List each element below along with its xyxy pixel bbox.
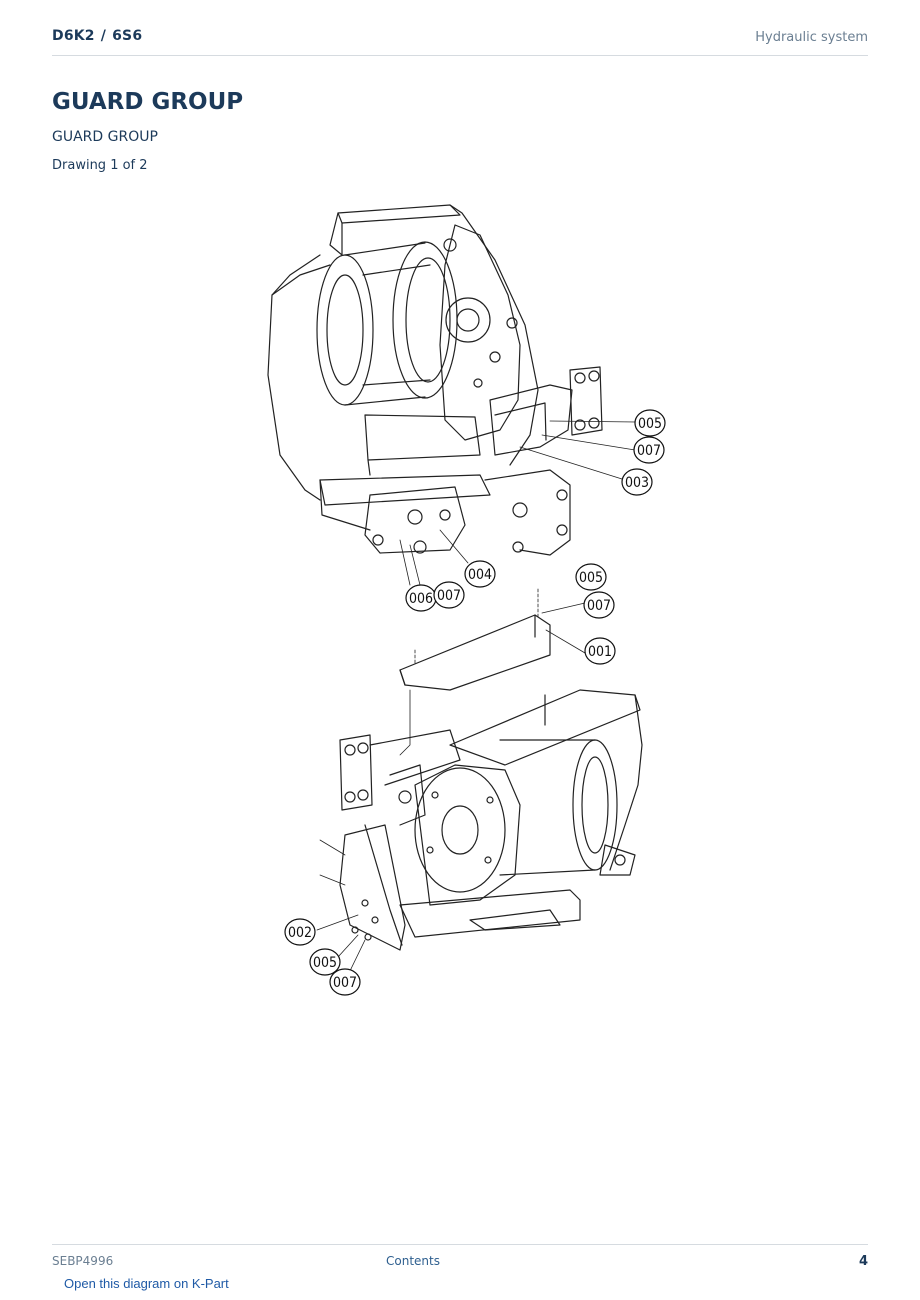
callout-label: 006	[409, 591, 433, 607]
callout-label: 004	[468, 567, 492, 583]
callout-005[interactable]: 005	[309, 948, 341, 976]
page-title: GUARD GROUP	[52, 89, 244, 115]
callout-label: 007	[437, 588, 461, 604]
callout-bubble	[329, 968, 361, 996]
open-kpart-link[interactable]: Open this diagram on K-Part	[64, 1276, 229, 1291]
model-identifier: D6K2 / 6S6	[52, 28, 142, 44]
callout-004[interactable]: 004	[464, 560, 496, 588]
callout-label: 002	[288, 925, 312, 941]
contents-link[interactable]: Contents	[386, 1254, 440, 1268]
model-separator: /	[100, 28, 107, 44]
callout-label: 007	[587, 598, 611, 614]
callout-005[interactable]: 005	[575, 563, 607, 591]
callout-bubble	[433, 581, 465, 609]
callout-007[interactable]: 007	[433, 581, 465, 609]
callout-007[interactable]: 007	[633, 436, 665, 464]
callout-label: 003	[625, 475, 649, 491]
callout-bubble	[621, 468, 653, 496]
document-id: SEBP4996	[52, 1254, 114, 1268]
callout-label: 005	[313, 955, 337, 971]
model-secondary: 6S6	[112, 28, 143, 44]
callout-bubble	[584, 637, 616, 665]
callout-007[interactable]: 007	[329, 968, 361, 996]
page-number: 4	[858, 1254, 868, 1269]
callout-bubble	[464, 560, 496, 588]
callout-label: 005	[579, 570, 603, 586]
callout-007[interactable]: 007	[583, 591, 615, 619]
callout-005[interactable]: 005	[634, 409, 666, 437]
callout-001[interactable]: 001	[584, 637, 616, 665]
page-footer: SEBP4996 Contents 4	[52, 1244, 868, 1273]
model-primary: D6K2	[52, 28, 95, 44]
callout-006[interactable]: 006	[405, 584, 437, 612]
section-name: Hydraulic system	[755, 30, 868, 45]
callout-label: 001	[588, 644, 612, 660]
callout-bubble	[633, 436, 665, 464]
page-header: D6K2 / 6S6 Hydraulic system	[52, 28, 868, 56]
page-subtitle: GUARD GROUP	[52, 129, 158, 145]
callout-003[interactable]: 003	[621, 468, 653, 496]
drawing-label: Drawing 1 of 2	[52, 158, 148, 173]
callout-label: 007	[333, 975, 357, 991]
callout-label: 007	[637, 443, 661, 459]
callout-bubble	[309, 948, 341, 976]
callout-bubble	[634, 409, 666, 437]
callout-label: 005	[638, 416, 662, 432]
callout-bubble	[284, 918, 316, 946]
callout-bubble	[575, 563, 607, 591]
callout-002[interactable]: 002	[284, 918, 316, 946]
callout-bubble	[583, 591, 615, 619]
